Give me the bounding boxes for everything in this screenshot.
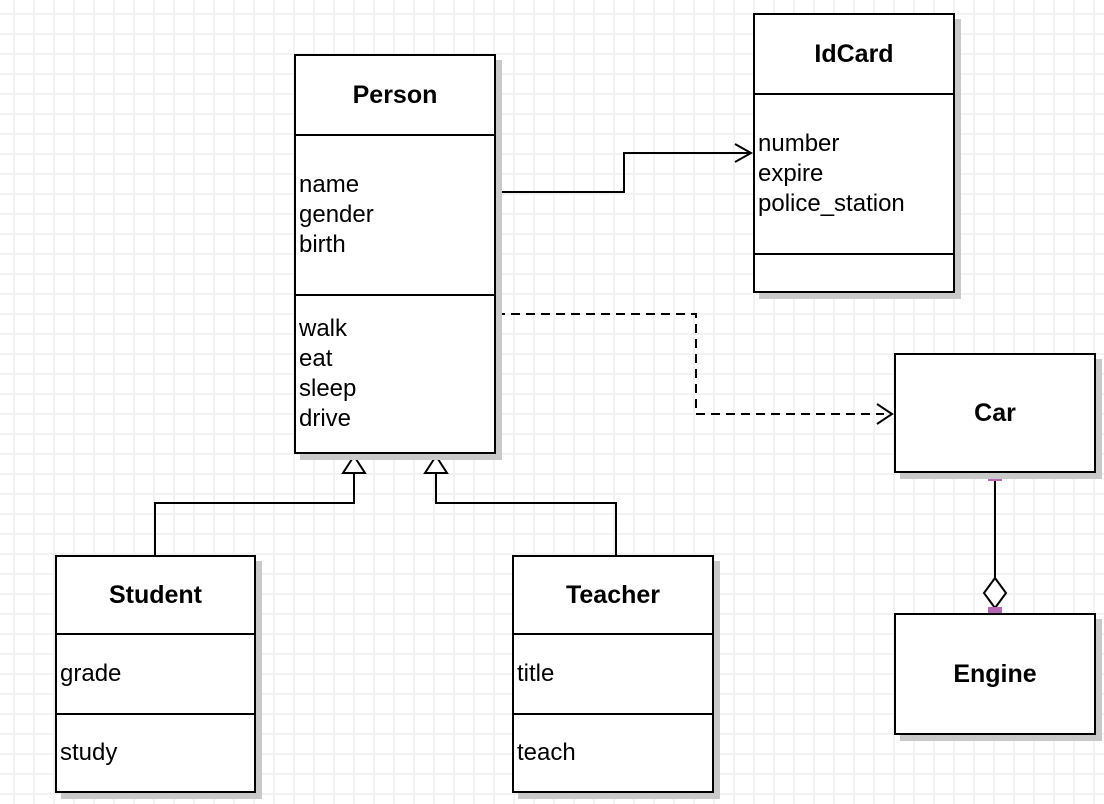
class-idcard-methods [755, 253, 953, 291]
class-student-attributes: grade [57, 633, 254, 713]
class-person-attributes: name gender birth [296, 134, 494, 294]
edge-person-car[interactable] [496, 313, 894, 425]
class-teacher-title: Teacher [565, 580, 661, 609]
method-row[interactable]: sleep [299, 375, 357, 402]
edge-person-idcard[interactable] [496, 143, 754, 193]
method-row[interactable]: teach [517, 739, 576, 766]
class-car[interactable]: Car [894, 353, 1096, 473]
open-arrow-icon [734, 143, 754, 163]
attribute-row[interactable]: birth [299, 231, 346, 258]
class-teacher[interactable]: Teacher title teach [512, 555, 714, 793]
attribute-row[interactable]: gender [299, 201, 374, 228]
class-student[interactable]: Student grade study [55, 555, 256, 793]
class-idcard[interactable]: IdCard number expire police_station [753, 13, 955, 293]
class-engine-title: Engine [953, 659, 1037, 688]
edge-student-person[interactable] [154, 454, 367, 555]
attribute-row[interactable]: number [758, 130, 840, 157]
hollow-triangle-icon [341, 454, 367, 474]
class-student-title: Student [108, 580, 203, 609]
class-teacher-attributes: title [514, 633, 712, 713]
method-row[interactable]: drive [299, 405, 352, 432]
edge-teacher-person[interactable] [423, 454, 617, 555]
class-idcard-title: IdCard [814, 39, 894, 68]
hollow-diamond-icon [982, 576, 1008, 610]
class-teacher-methods: teach [514, 713, 712, 791]
class-idcard-attributes: number expire police_station [755, 93, 953, 253]
attribute-row[interactable]: expire [758, 160, 824, 187]
attribute-row[interactable]: name [299, 171, 360, 198]
hollow-triangle-icon [423, 454, 449, 474]
method-row[interactable]: study [60, 739, 118, 766]
attribute-row[interactable]: police_station [758, 190, 905, 217]
class-person[interactable]: Person name gender birth walk eat sleep … [294, 54, 496, 454]
class-student-methods: study [57, 713, 254, 791]
method-row[interactable]: eat [299, 345, 333, 372]
attribute-row[interactable]: grade [60, 660, 122, 687]
class-person-title: Person [352, 80, 438, 109]
attribute-row[interactable]: title [517, 660, 555, 687]
class-person-methods: walk eat sleep drive [296, 294, 494, 452]
edge-car-engine[interactable] [982, 467, 1008, 621]
class-engine[interactable]: Engine [894, 613, 1096, 735]
method-row[interactable]: walk [299, 315, 348, 342]
open-arrow-icon [876, 403, 894, 425]
class-car-title: Car [974, 398, 1016, 427]
